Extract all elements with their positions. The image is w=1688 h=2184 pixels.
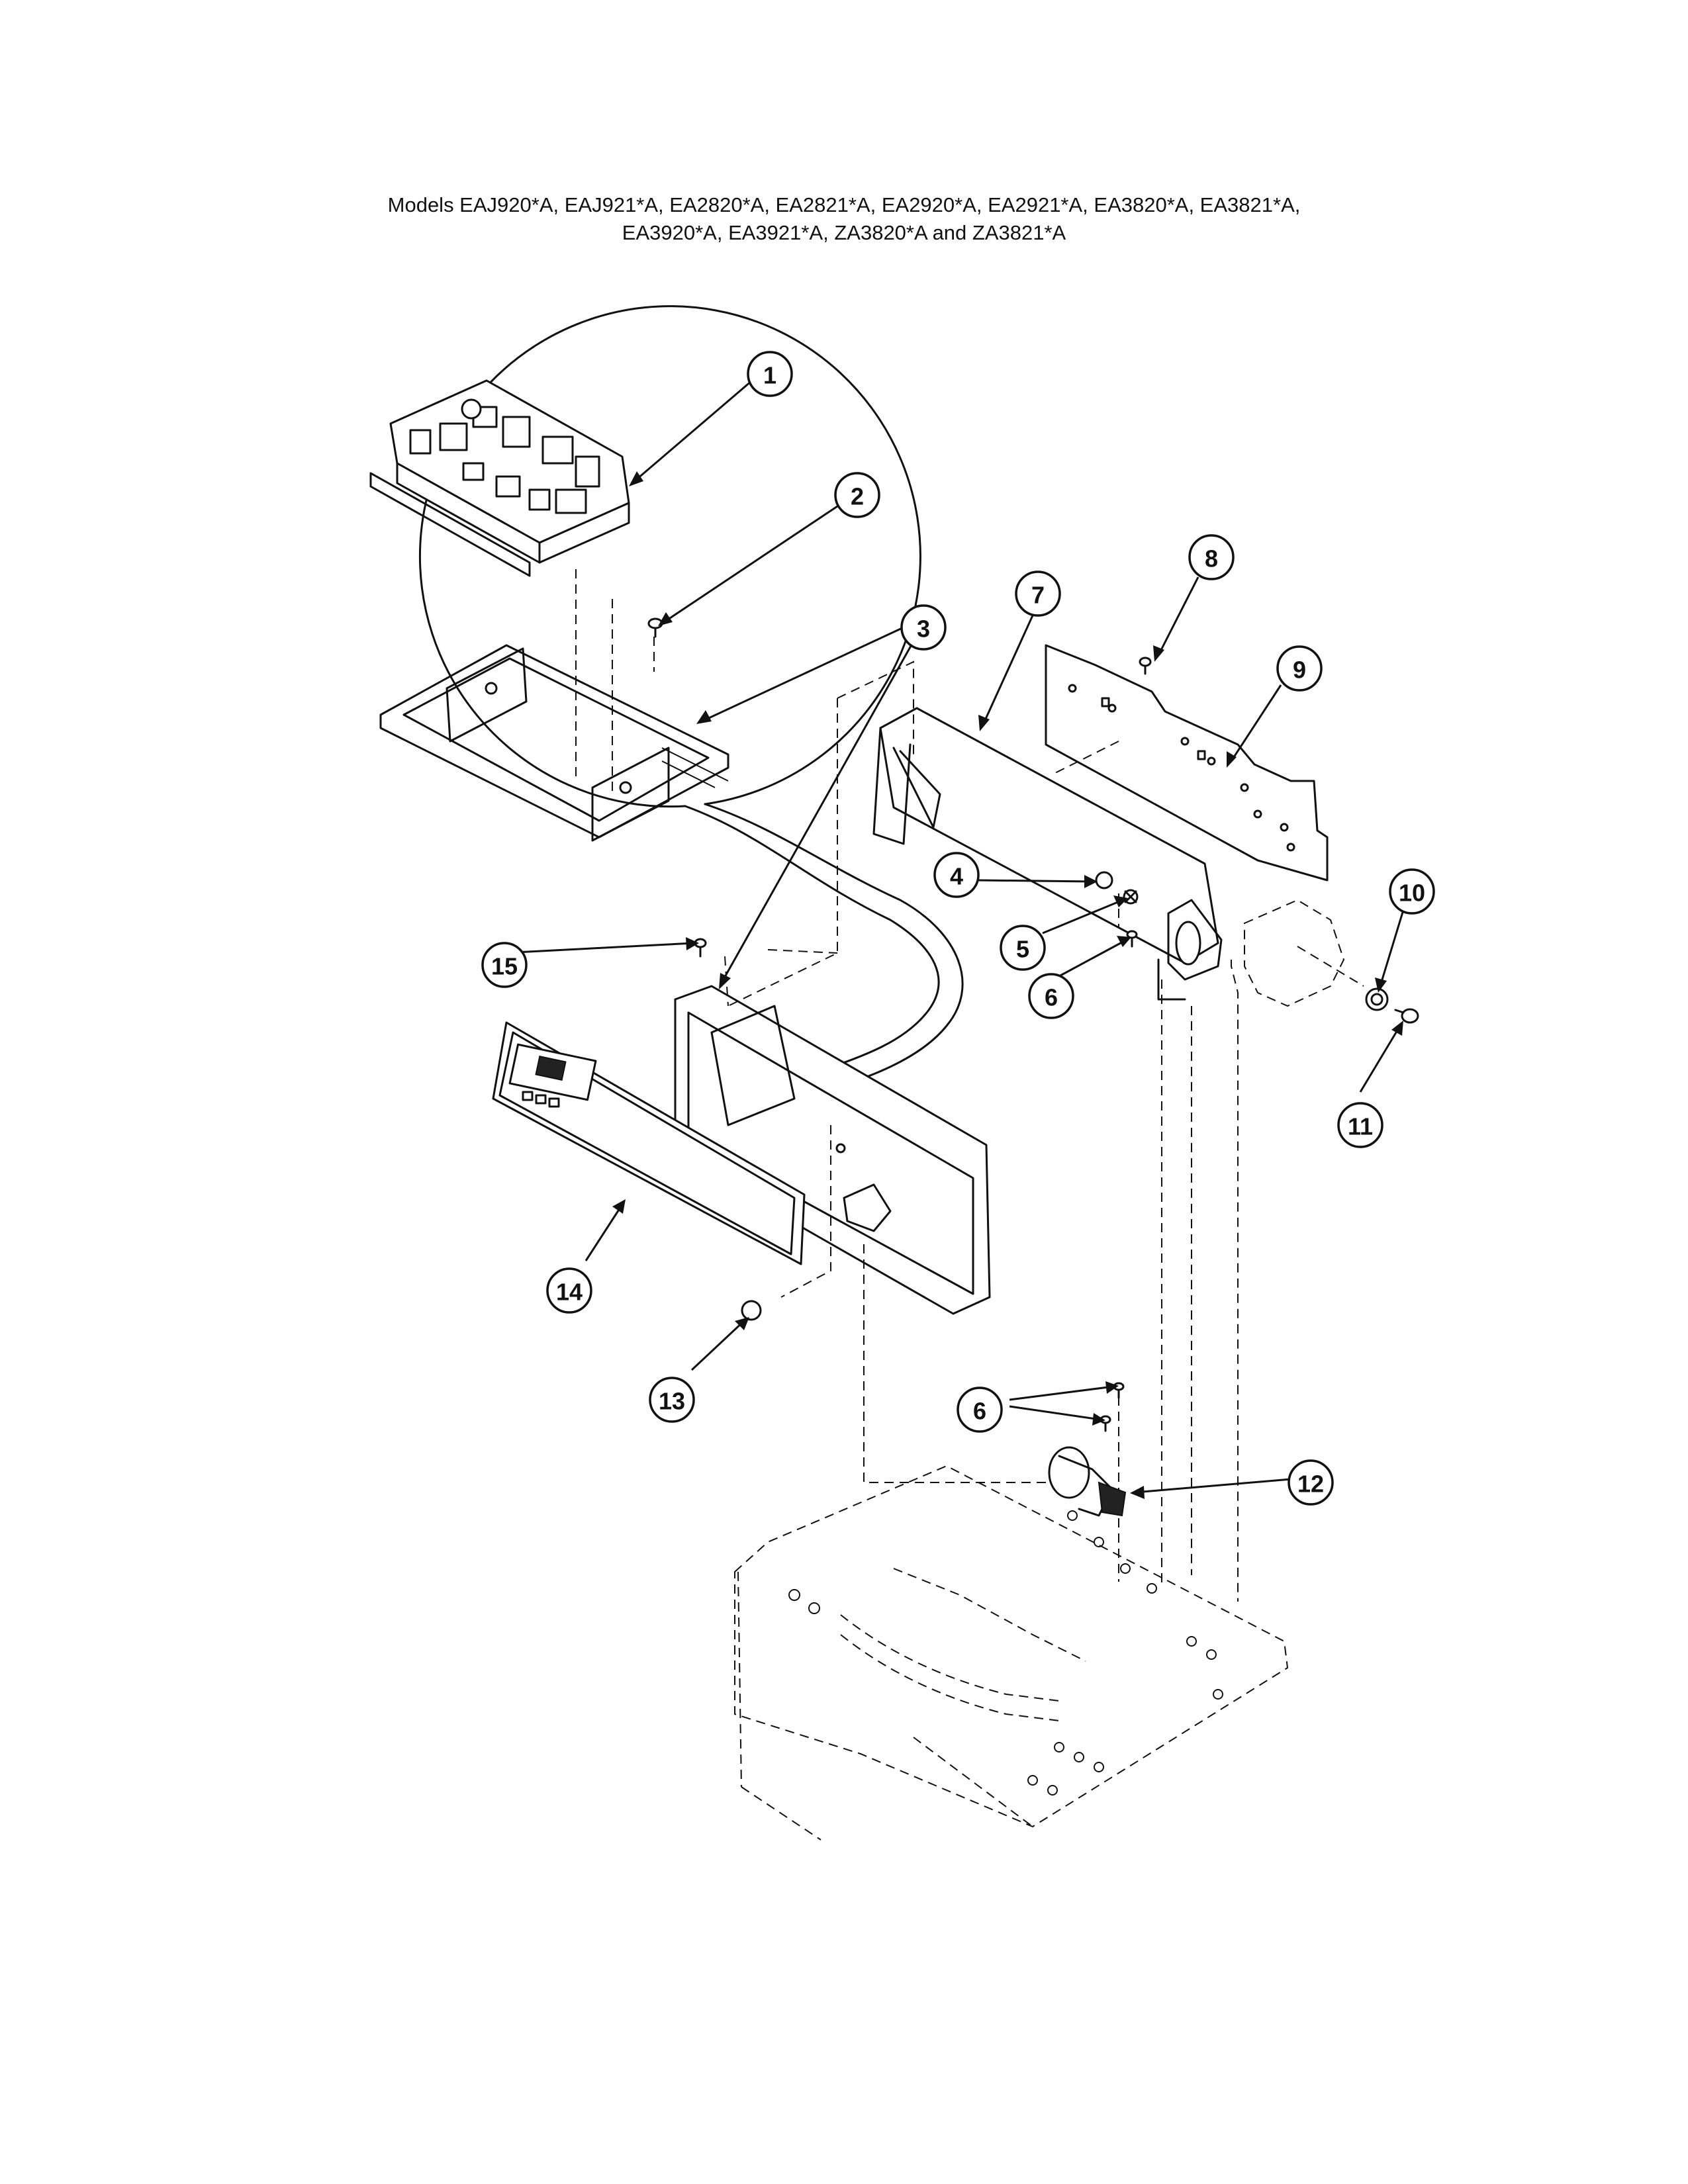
callout-2: 2 (834, 472, 880, 518)
callout-15: 15 (481, 942, 528, 988)
backguard-panel-icon (1045, 644, 1329, 882)
callout-6-lower-label: 6 (973, 1398, 986, 1425)
callout-4-label: 4 (950, 863, 963, 890)
leader-lines (502, 380, 1405, 1499)
cabinet-top-icon (734, 1465, 1289, 1841)
callout-8-label: 8 (1205, 545, 1218, 572)
callout-14-label: 14 (556, 1279, 583, 1306)
bracket-icon (379, 644, 729, 842)
callout-8: 8 (1188, 534, 1235, 580)
callout-6-lower: 6 (957, 1387, 1003, 1433)
callout-6-upper-label: 6 (1045, 984, 1058, 1011)
callout-10: 10 (1389, 868, 1435, 915)
screw-icon (1095, 871, 1139, 948)
screw-icon (647, 617, 663, 638)
callout-11: 11 (1337, 1102, 1383, 1148)
diagram-title-line-2: EA3920*A, EA3921*A, ZA3820*A and ZA3821*… (622, 221, 1066, 244)
callout-3-label: 3 (917, 615, 930, 643)
callout-12-label: 12 (1297, 1471, 1324, 1498)
callout-9-label: 9 (1293, 657, 1306, 684)
screw-icon (1365, 987, 1419, 1024)
callout-1-label: 1 (763, 362, 776, 389)
callout-2-label: 2 (851, 483, 864, 510)
callout-10-label: 10 (1399, 880, 1425, 907)
console-panel-icon (492, 1021, 806, 1265)
callout-14: 14 (546, 1267, 592, 1314)
callout-13: 13 (649, 1377, 695, 1423)
callout-4: 4 (933, 852, 980, 898)
callout-12: 12 (1288, 1459, 1334, 1506)
callout-3: 3 (900, 604, 947, 651)
callout-11-label: 11 (1348, 1113, 1373, 1140)
callout-15-label: 15 (491, 953, 518, 980)
callout-9: 9 (1276, 645, 1323, 692)
screw-icon (694, 938, 707, 958)
screw-icon (1139, 657, 1152, 675)
callout-1: 1 (747, 351, 793, 397)
control-board-icon (369, 379, 630, 577)
callout-7-label: 7 (1031, 582, 1045, 609)
screw-icon (741, 1300, 762, 1321)
callout-7: 7 (1015, 570, 1061, 617)
pressure-switch-icon (1048, 1382, 1127, 1517)
callout-5: 5 (1000, 925, 1046, 971)
callout-13-label: 13 (659, 1388, 685, 1415)
diagram-title-line-1: Models EAJ920*A, EAJ921*A, EA2820*A, EA2… (387, 193, 1301, 216)
callout-6-upper: 6 (1028, 973, 1074, 1019)
callout-5-label: 5 (1016, 936, 1029, 963)
